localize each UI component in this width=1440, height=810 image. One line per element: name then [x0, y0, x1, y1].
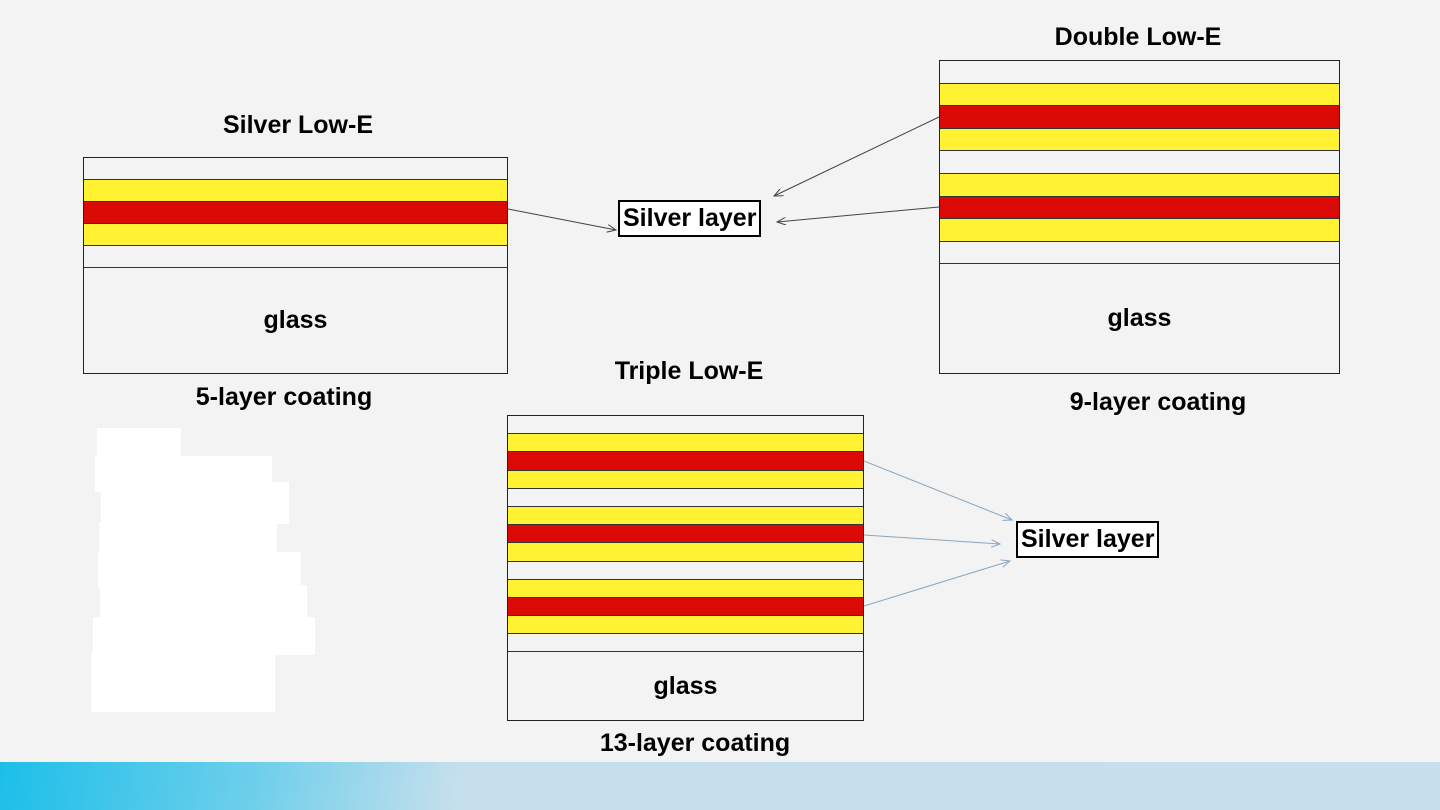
footer-gradient-bar	[0, 762, 1440, 810]
coating-layer-yellow	[508, 616, 863, 635]
coating-layer-yellow	[940, 173, 1339, 197]
coating-layer-yellow	[508, 434, 863, 453]
arrow-single	[507, 208, 616, 230]
coating-layer-clear	[508, 561, 863, 580]
coating-layer-yellow	[84, 180, 507, 202]
coating-layer-clear	[508, 634, 863, 653]
double-low-e-title: Double Low-E	[1054, 23, 1222, 51]
triple-low-e-caption: 13-layer coating	[599, 729, 791, 757]
silver-low-e-caption: 5-layer coating	[195, 383, 373, 411]
coating-layer-red	[940, 106, 1339, 129]
coating-layer-yellow	[940, 128, 1339, 152]
coating-layer-red	[940, 196, 1339, 220]
blank-patch	[98, 552, 301, 588]
coating-layer-clear	[508, 488, 863, 507]
coating-layer-clear	[84, 158, 507, 180]
arrow-triple-1	[863, 460, 1012, 520]
silver-layer-callout-bottom: Silver layer	[1016, 521, 1160, 558]
arrow-double-1	[774, 116, 940, 196]
arrow-double-2	[777, 206, 940, 222]
blank-patch	[91, 653, 275, 712]
blank-patch	[100, 585, 307, 620]
coating-layer-yellow	[508, 543, 863, 562]
coating-layer-clear	[940, 151, 1339, 174]
coating-layer-yellow	[84, 224, 507, 246]
silver-low-e-stack: glass	[83, 157, 508, 374]
blank-patch	[99, 522, 277, 554]
coating-layer-clear	[84, 246, 507, 268]
blank-patch	[101, 482, 289, 524]
glass-label: glass	[1107, 304, 1172, 333]
coating-layer-yellow	[940, 83, 1339, 107]
coating-layer-yellow	[508, 579, 863, 598]
coating-layer-clear	[508, 416, 863, 435]
coating-layer-red	[84, 202, 507, 224]
silver-low-e-title: Silver Low-E	[222, 111, 374, 139]
arrow-triple-2	[863, 534, 1000, 544]
blank-patch	[93, 617, 315, 655]
triple-low-e-stack: glass	[507, 415, 864, 721]
glass-label: glass	[653, 671, 718, 700]
coating-layer-yellow	[508, 470, 863, 489]
coating-layer-yellow	[508, 506, 863, 526]
triple-low-e-title: Triple Low-E	[614, 357, 764, 385]
silver-layer-callout-top: Silver layer	[618, 200, 762, 237]
double-low-e-stack: glass	[939, 60, 1340, 374]
glass-label: glass	[263, 306, 328, 334]
coating-layer-yellow	[940, 219, 1339, 242]
arrow-triple-3	[863, 561, 1010, 607]
coating-layer-clear	[940, 241, 1339, 265]
coating-layer-red	[508, 525, 863, 544]
double-low-e-caption: 9-layer coating	[1069, 388, 1247, 416]
blank-patch	[97, 428, 181, 458]
coating-layer-red	[508, 597, 863, 617]
coating-layer-red	[508, 452, 863, 471]
coating-layer-clear	[940, 61, 1339, 84]
